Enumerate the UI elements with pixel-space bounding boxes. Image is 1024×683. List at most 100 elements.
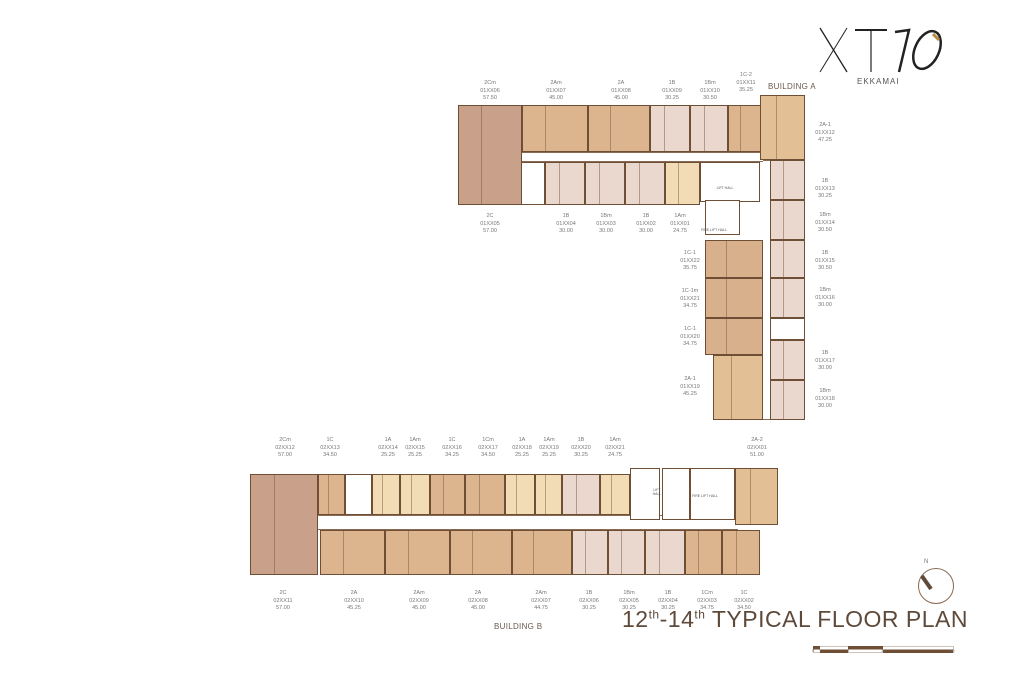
unit-type: 1C-2 <box>740 72 752 78</box>
unit-code: 01XX05 <box>480 220 500 227</box>
unit-type: 2A-2 <box>751 437 763 443</box>
unit-code: 01XX03 <box>596 220 616 227</box>
unit-area: 30.25 <box>574 452 588 458</box>
unit-type: 2Cm <box>484 80 496 86</box>
unit-block <box>585 162 625 205</box>
corridor <box>763 160 770 420</box>
unit-block <box>522 105 588 152</box>
fire-lift-hall-a-label: FIRE LIFT HALL <box>701 228 727 232</box>
unit-code: 01XX20 <box>680 333 700 340</box>
unit-code: 02XX10 <box>344 597 364 604</box>
unit-code: 01XX14 <box>815 219 835 226</box>
stair <box>770 318 805 340</box>
scale-label: 5 <box>847 648 850 653</box>
unit-block <box>385 530 450 575</box>
unit-block <box>770 160 805 200</box>
unit-type: 1B <box>585 590 593 596</box>
unit-type: 1Am <box>674 213 686 219</box>
unit-area: 57.00 <box>278 452 292 458</box>
unit-type: 1C <box>448 437 456 443</box>
unit-block <box>400 474 430 515</box>
unit-area: 30.00 <box>818 403 832 409</box>
unit-type: 2Am <box>550 80 562 86</box>
unit-block <box>450 530 512 575</box>
lift-hall <box>662 468 690 520</box>
unit-type: 1C-1m <box>681 288 699 294</box>
unit-code: 02XX01 <box>747 444 767 451</box>
unit-code: 01XX04 <box>556 220 576 227</box>
unit-block <box>770 380 805 420</box>
unit-block <box>722 530 760 575</box>
unit-area: 30.50 <box>703 95 717 101</box>
unit-block <box>608 530 645 575</box>
unit-block <box>705 278 763 318</box>
unit-code: 02XX18 <box>512 444 532 451</box>
unit-area: 45.00 <box>412 605 426 611</box>
unit-area: 57.00 <box>483 228 497 234</box>
unit-code: 02XX11 <box>273 597 293 604</box>
unit-type: 1Cm <box>701 590 713 596</box>
unit-type: 1C-1 <box>684 326 696 332</box>
unit-code: 02XX09 <box>409 597 429 604</box>
title-sep: - <box>659 606 668 632</box>
unit-area: 34.75 <box>683 341 697 347</box>
unit-code: 02XX03 <box>697 597 717 604</box>
scale-label: 10 <box>881 648 886 653</box>
unit-type: 1Cm <box>482 437 494 443</box>
unit-block <box>372 474 400 515</box>
unit-type: 1Bm <box>819 212 831 218</box>
stair <box>345 474 372 515</box>
unit-area: 30.50 <box>818 227 832 233</box>
unit-code: 02XX19 <box>539 444 559 451</box>
unit-code: 01XX22 <box>680 257 700 264</box>
unit-area: 25.25 <box>515 452 529 458</box>
unit-type: 2Am <box>413 590 425 596</box>
unit-type: 1C <box>326 437 334 443</box>
unit-block <box>760 95 805 160</box>
unit-area: 30.25 <box>818 193 832 199</box>
unit-area: 24.75 <box>608 452 622 458</box>
scale-label: 0 <box>812 648 815 653</box>
unit-block <box>588 105 650 152</box>
title-to: 14 <box>667 606 695 632</box>
unit-area: 30.00 <box>818 365 832 371</box>
unit-code: 01XX06 <box>480 87 500 94</box>
unit-area: 34.50 <box>323 452 337 458</box>
building-a-label: BUILDING A <box>768 82 816 91</box>
unit-area: 45.00 <box>471 605 485 611</box>
unit-code: 02XX05 <box>619 597 639 604</box>
unit-block <box>770 278 805 318</box>
corridor <box>520 152 763 162</box>
unit-code: 02XX20 <box>571 444 591 451</box>
unit-area: 51.00 <box>750 452 764 458</box>
unit-type: 1Bm <box>623 590 635 596</box>
unit-block <box>545 162 585 205</box>
unit-type: 1B <box>577 437 585 443</box>
unit-area: 34.75 <box>683 303 697 309</box>
unit-block <box>685 530 722 575</box>
unit-area: 25.25 <box>542 452 556 458</box>
lift-hall-b-label: LIFT HALL <box>652 488 662 496</box>
unit-area: 30.00 <box>639 228 653 234</box>
unit-code: 01XX11 <box>736 79 756 86</box>
unit-area: 45.00 <box>549 95 563 101</box>
unit-block <box>645 530 685 575</box>
unit-area: 30.25 <box>661 605 675 611</box>
